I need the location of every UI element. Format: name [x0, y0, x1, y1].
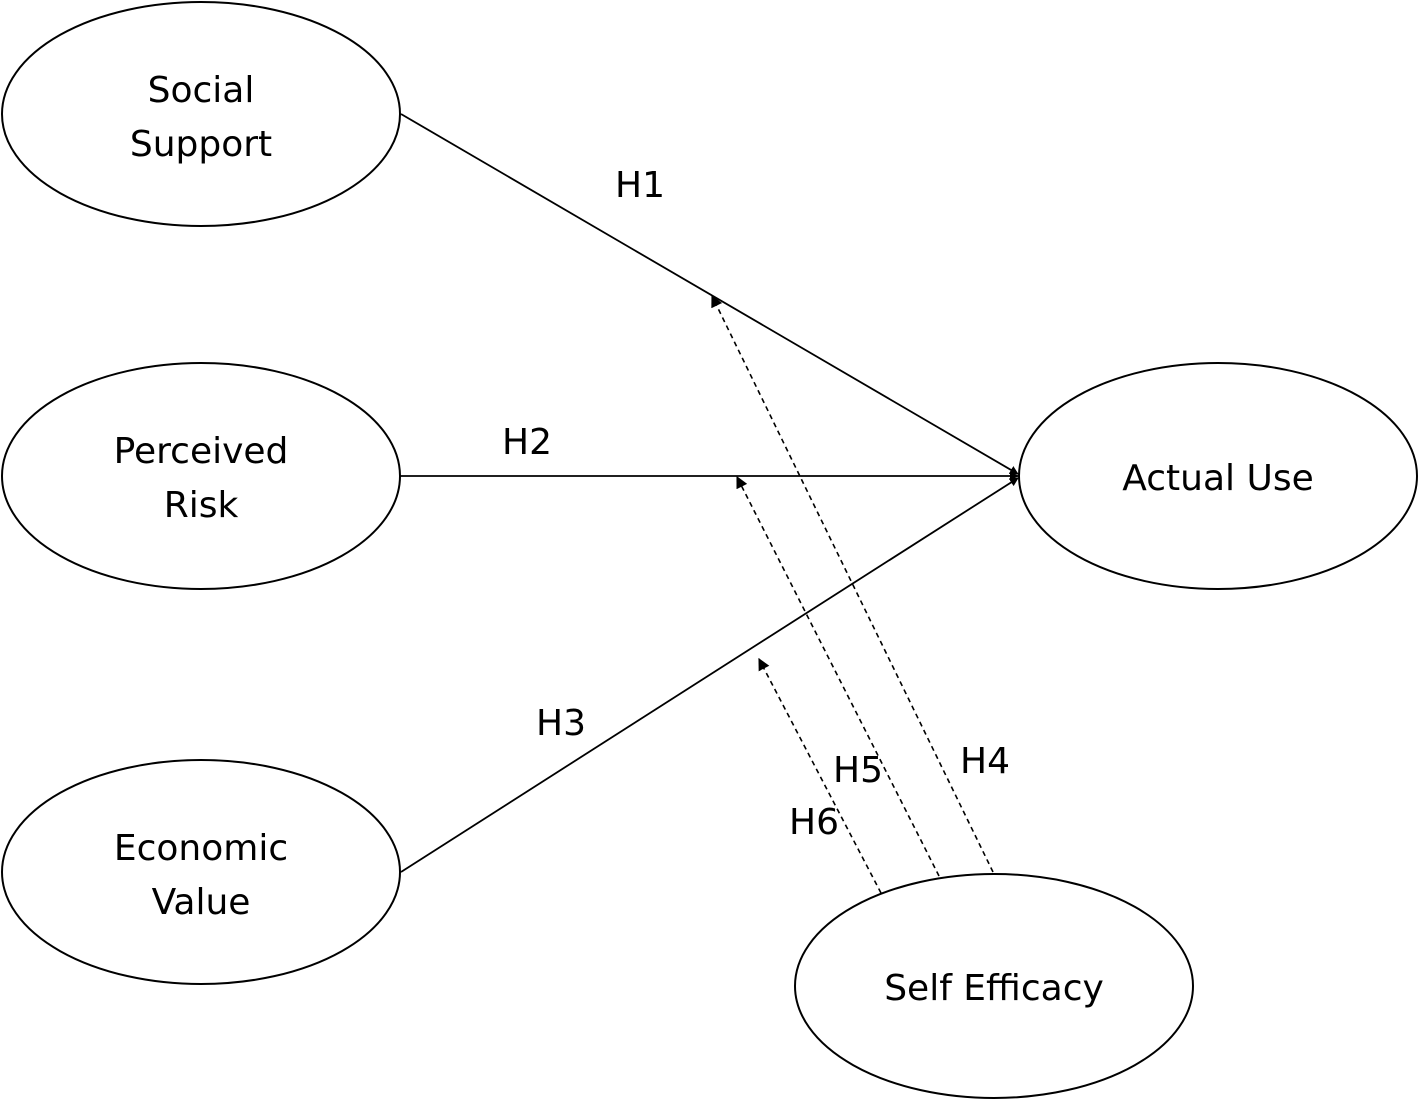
edge-h4-self-efficacy-moderates-h1: [711, 294, 994, 873]
node-economic-value: Economic Value: [1, 759, 401, 985]
edge-h3-economic-value-to-actual-use: [400, 477, 1019, 873]
node-social-support-line-2: Support: [130, 124, 272, 165]
edge-label-h4: H4: [960, 741, 1010, 782]
edge-label-h5: H5: [833, 750, 883, 791]
node-perceived-risk-line-2: Risk: [164, 485, 239, 526]
node-economic-value-line-2: Value: [152, 882, 251, 923]
edge-label-h2: H2: [502, 422, 552, 463]
edge-h5-self-efficacy-moderates-h2: [736, 475, 940, 877]
node-perceived-risk-line-1: Perceived: [114, 431, 289, 472]
node-self-efficacy-line-1: Self Efficacy: [884, 968, 1104, 1009]
edge-label-h1: H1: [615, 165, 665, 206]
node-economic-value-line-1: Economic: [114, 828, 288, 869]
edge-label-h3: H3: [536, 703, 586, 744]
node-actual-use-line-1: Actual Use: [1122, 458, 1313, 499]
node-perceived-risk: Perceived Risk: [1, 362, 401, 590]
node-self-efficacy: Self Efficacy: [794, 873, 1194, 1099]
edge-h6-self-efficacy-moderates-h3: [758, 657, 882, 894]
node-social-support: Social Support: [1, 1, 401, 227]
node-social-support-line-1: Social: [148, 70, 255, 111]
node-actual-use: Actual Use: [1018, 362, 1418, 590]
edge-h1-social-support-to-actual-use: [400, 113, 1019, 475]
edge-label-h6: H6: [789, 802, 839, 843]
